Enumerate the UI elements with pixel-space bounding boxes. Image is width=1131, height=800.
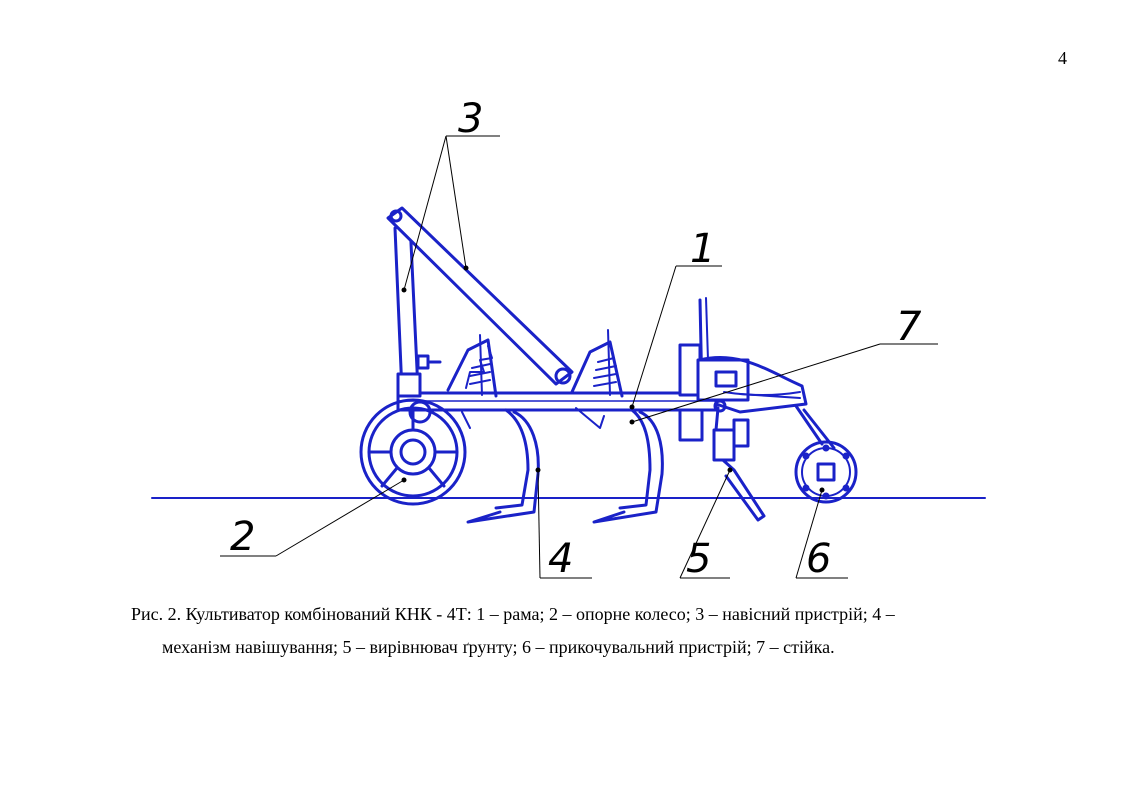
tine-2	[618, 408, 652, 510]
callout-7: 7	[896, 304, 922, 350]
callout-1: 1	[690, 226, 715, 272]
support-wheel	[359, 398, 467, 506]
roller-arm	[698, 355, 808, 414]
page-number: 4	[1058, 48, 1067, 68]
callout-2: 2	[230, 514, 255, 560]
callout-5: 5	[686, 536, 711, 582]
rolling-device	[794, 440, 858, 504]
tine-1	[494, 408, 530, 510]
callout-3: 3	[458, 96, 483, 142]
caption-line-1: Рис. 2. Культиватор комбінований КНК - 4…	[131, 604, 895, 624]
spring-assembly-1	[446, 338, 498, 398]
callout-4: 4	[548, 536, 573, 582]
hitch-mast	[393, 220, 420, 394]
caption-line-2: механізм навішування; 5 – вирівнювач ґру…	[162, 637, 835, 657]
spring-assembly-2	[570, 340, 624, 398]
callout-6: 6	[806, 536, 831, 582]
